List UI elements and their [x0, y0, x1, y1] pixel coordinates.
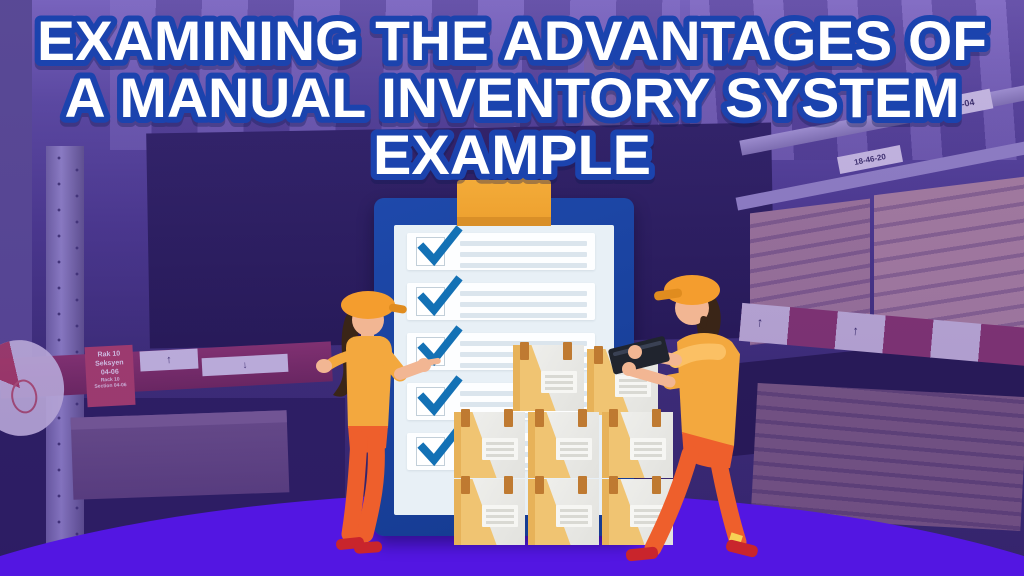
box-label	[630, 438, 666, 460]
checklist-lines	[460, 241, 587, 274]
box-label	[615, 375, 651, 397]
box-label	[556, 505, 592, 527]
clipboard-clip	[457, 180, 551, 226]
box-tape	[652, 476, 661, 494]
box-tape	[578, 409, 587, 427]
title-line-1: EXAMINING THE ADVANTAGES OF	[37, 9, 987, 72]
box-tape	[563, 342, 572, 360]
checklist-lines	[460, 291, 587, 324]
title-line-2: A MANUAL INVENTORY SYSTEM	[65, 66, 960, 129]
page-title: EXAMINING THE ADVANTAGES OF A MANUAL INV…	[31, 3, 993, 192]
box-tape	[652, 409, 661, 427]
box-tape	[520, 342, 529, 360]
box-tape	[504, 409, 513, 427]
title-line-3: EXAMPLE	[373, 123, 651, 186]
box-label	[482, 438, 518, 460]
checkbox-checked-icon	[416, 225, 463, 267]
cardboard-box	[528, 476, 599, 545]
box-tape	[578, 476, 587, 494]
box-tape	[535, 409, 544, 427]
checklist-row	[407, 225, 595, 270]
checkbox-checked-icon	[416, 275, 463, 317]
box-label	[482, 505, 518, 527]
male-worker-illustration	[608, 275, 758, 562]
checkbox-checked-icon	[416, 425, 463, 467]
cardboard-box	[602, 409, 673, 478]
rack-upright	[0, 0, 32, 390]
checkbox-checked-icon	[416, 375, 463, 417]
worker-shoe	[625, 546, 659, 562]
pointing-finger	[425, 357, 441, 366]
cardboard-box	[528, 409, 599, 478]
box-label	[556, 438, 592, 460]
checklist-row	[407, 275, 595, 320]
box-tape	[461, 409, 470, 427]
box-tape	[461, 476, 470, 494]
female-worker-illustration	[316, 291, 441, 554]
worker-shoe	[354, 541, 383, 554]
worker-shoe	[726, 539, 758, 558]
cardboard-box	[454, 409, 525, 478]
box-label	[541, 371, 577, 393]
cardboard-box	[454, 476, 525, 545]
worker-cap	[341, 291, 395, 319]
box-tape	[609, 409, 618, 427]
box-tape	[594, 346, 603, 364]
box-tape	[504, 476, 513, 494]
cardboard-box	[513, 342, 584, 411]
box-tape	[535, 476, 544, 494]
box-tape	[609, 476, 618, 494]
